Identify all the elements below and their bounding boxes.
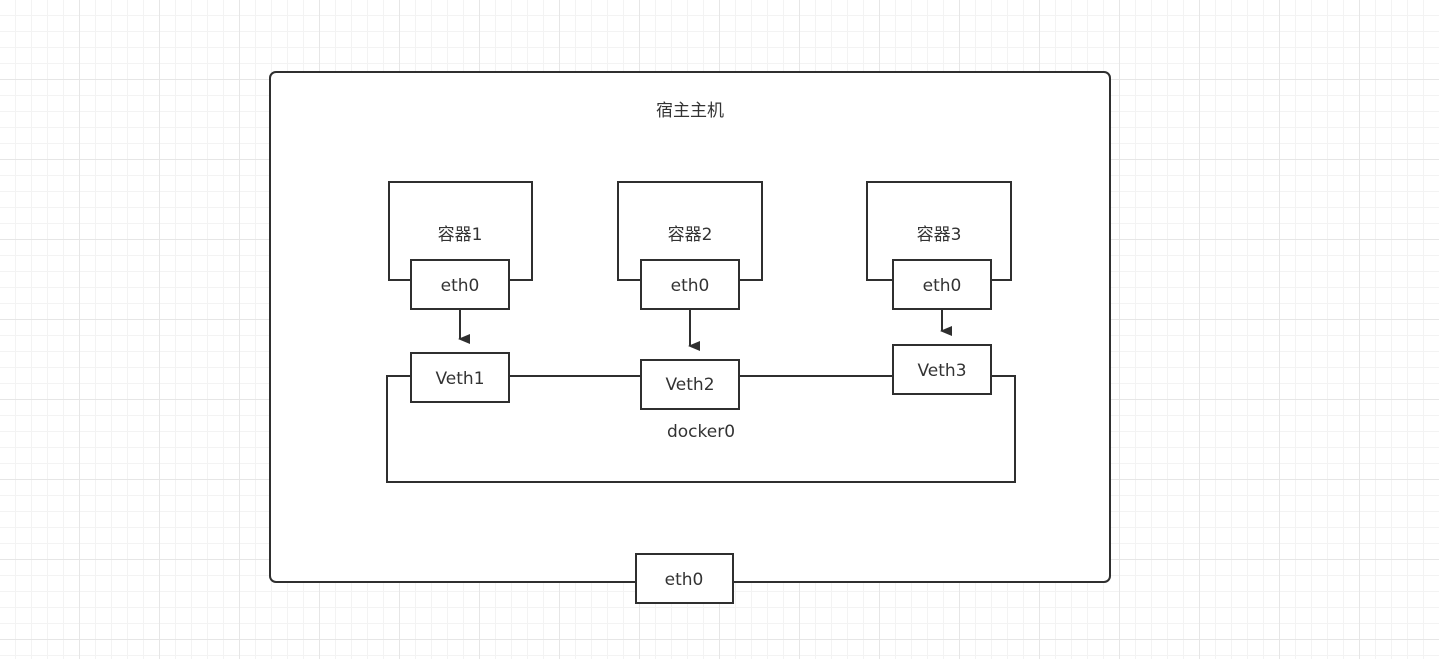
veth2-label: Veth2	[665, 375, 714, 395]
veth3-box	[892, 344, 992, 395]
veth2-box	[640, 359, 740, 410]
container-1: 容器1 eth0 Veth1	[388, 181, 533, 403]
host-eth0-box	[635, 553, 734, 604]
docker0-bridge-line	[386, 375, 1016, 483]
host-eth0-label: eth0	[665, 570, 704, 590]
veth3-label: Veth3	[917, 361, 966, 381]
docker0-label: docker0	[667, 422, 735, 442]
container-3-eth0-box	[892, 259, 992, 310]
veth1-box	[410, 352, 510, 403]
container-3: 容器3 eth0 Veth3	[866, 181, 1012, 395]
container-2-eth0-label: eth0	[671, 276, 710, 296]
veth1-label: Veth1	[435, 369, 484, 389]
host-machine-label: 宿主主机	[656, 101, 724, 121]
container-3-eth0-label: eth0	[923, 276, 962, 296]
container-2: 容器2 eth0 Veth2	[617, 181, 763, 410]
container-1-eth0-box	[410, 259, 510, 310]
container-2-label: 容器2	[668, 225, 713, 245]
container-1-eth0-label: eth0	[441, 276, 480, 296]
container-2-eth0-box	[640, 259, 740, 310]
container-1-label: 容器1	[438, 225, 483, 245]
container-3-label: 容器3	[917, 225, 962, 245]
